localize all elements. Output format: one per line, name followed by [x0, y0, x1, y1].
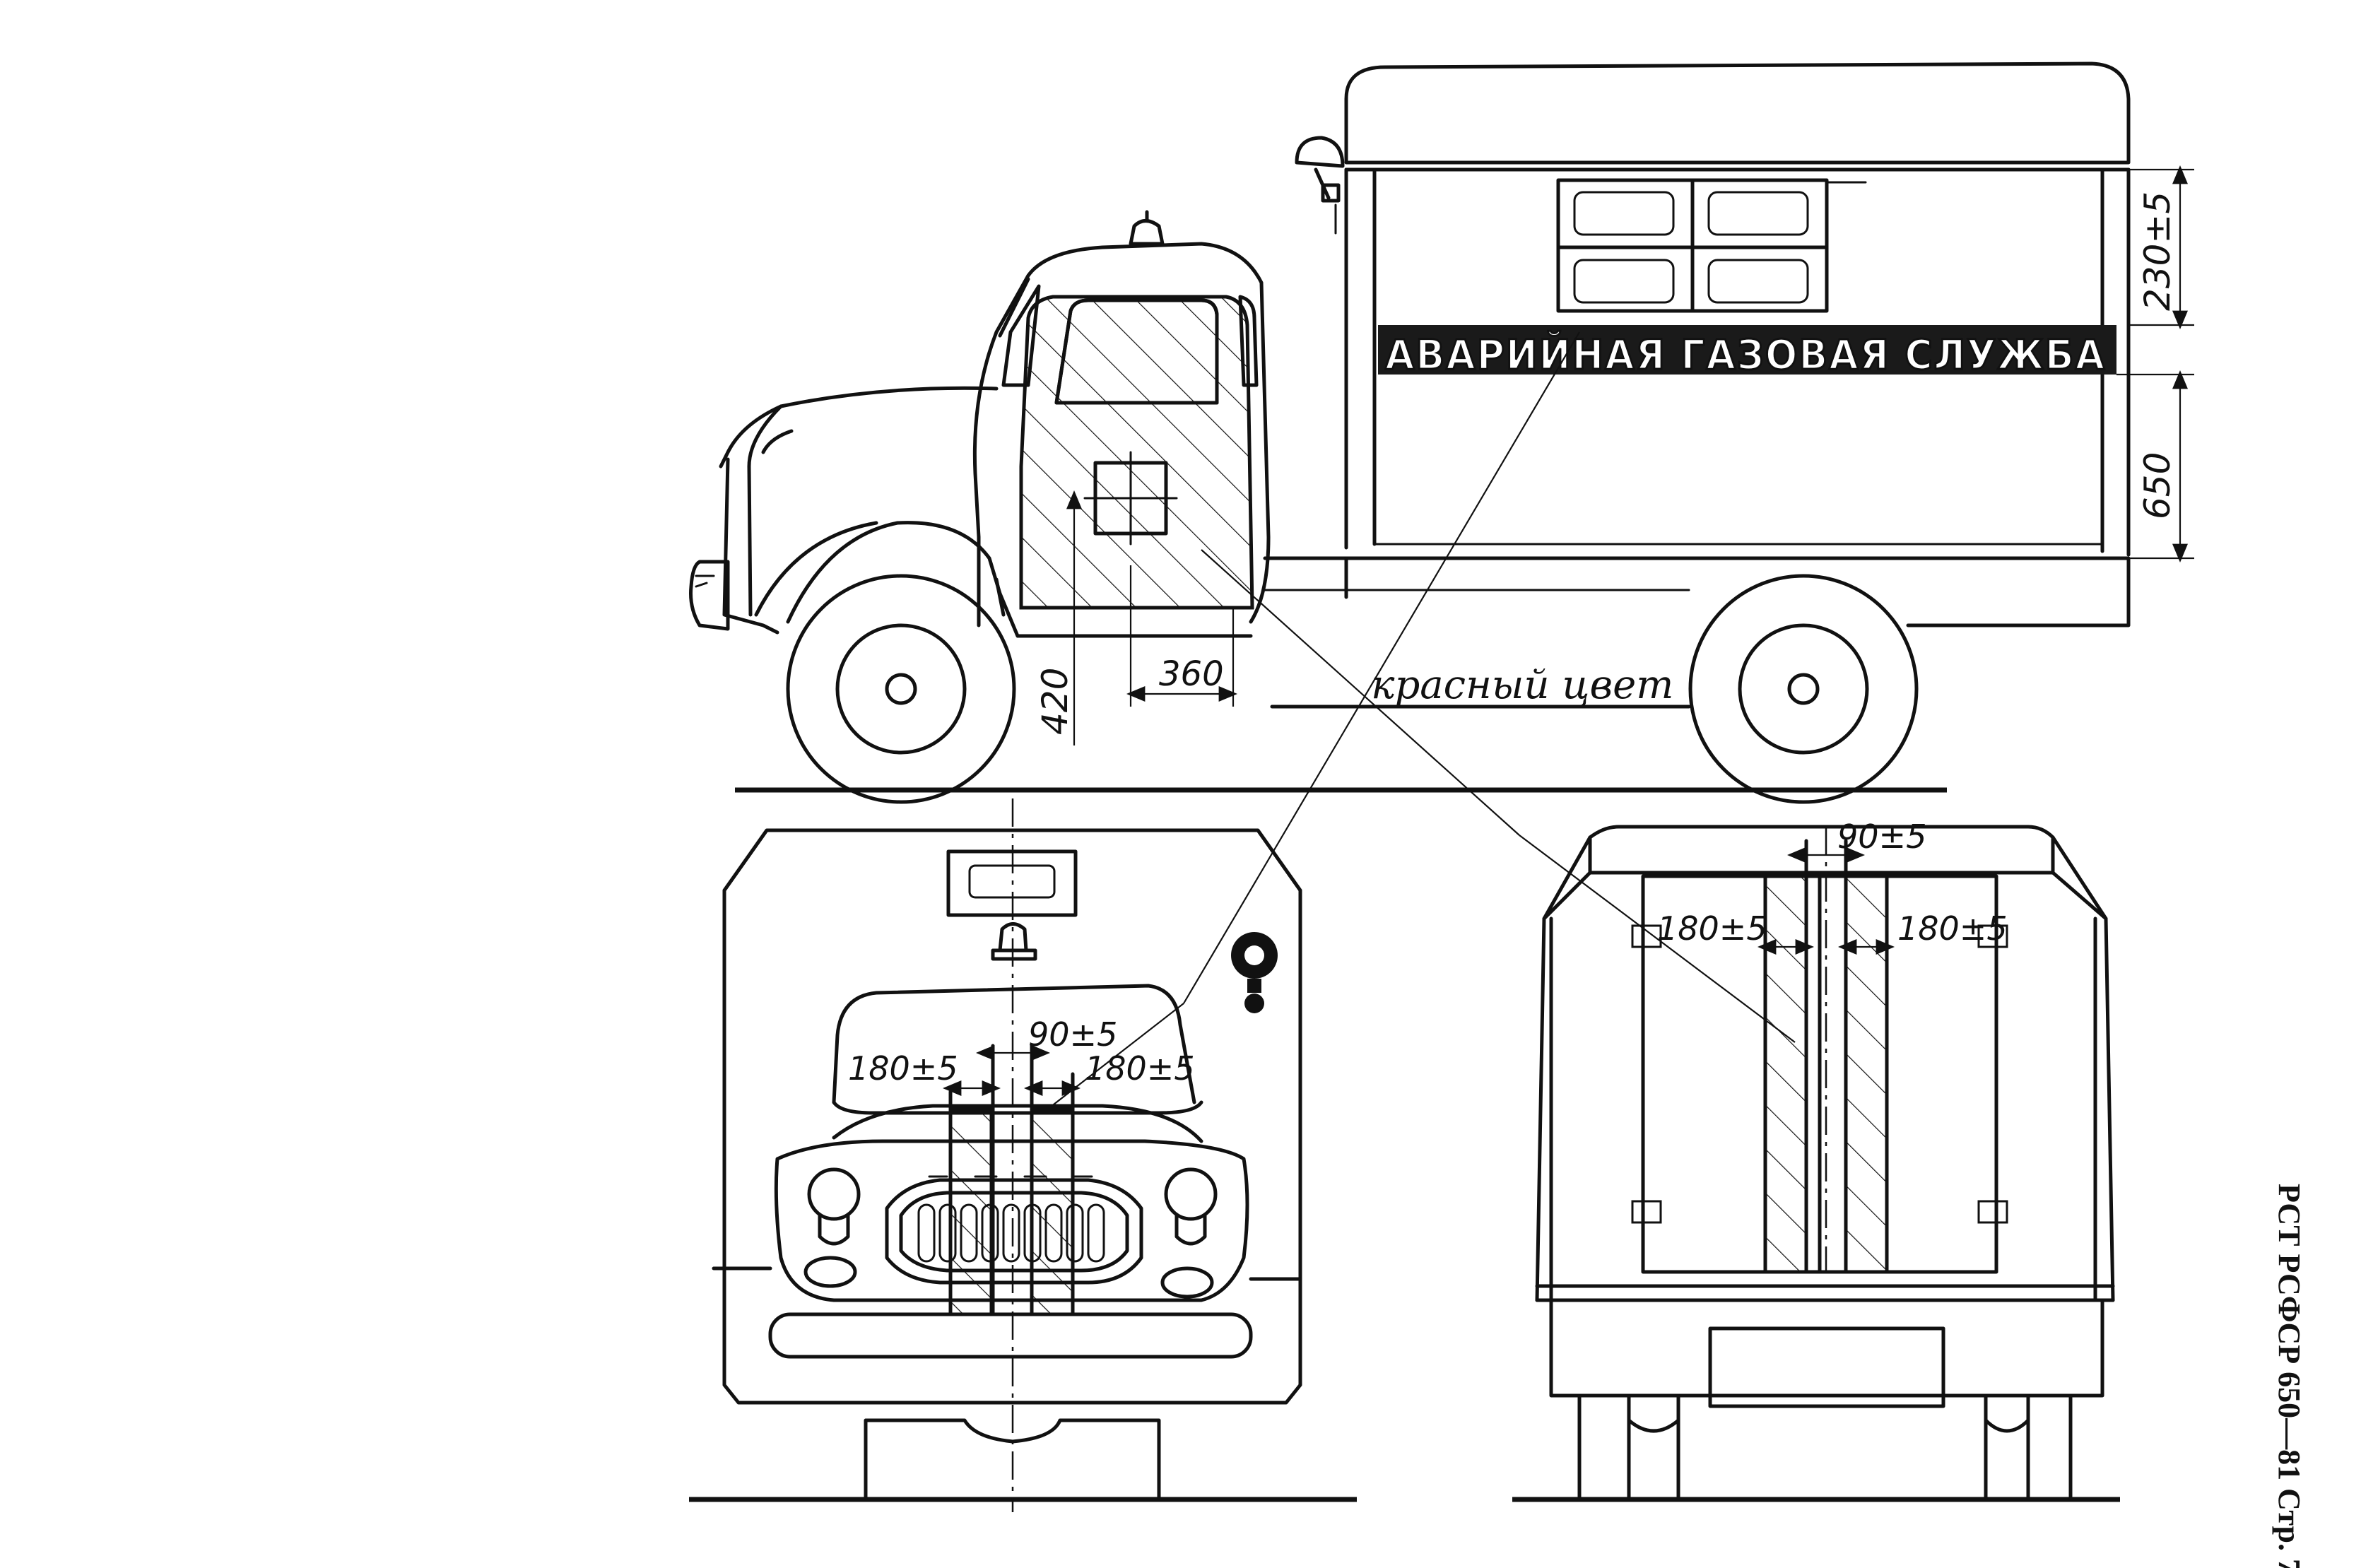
svg-text:650: 650	[2137, 452, 2178, 519]
dim-box-top: 230±5	[2129, 165, 2194, 329]
rear-stripe-right	[1844, 874, 1889, 1274]
front-dim-right: 180±5	[1085, 1049, 1195, 1087]
rear-dim-right: 180±5	[1897, 909, 2008, 948]
rear-wheel	[1688, 574, 1919, 804]
dim-box-lower: 650	[2116, 370, 2194, 562]
rear-dim-center: 90±5	[1837, 818, 1926, 856]
leader-rear	[1201, 549, 1520, 836]
svg-text:230±5: 230±5	[2137, 191, 2178, 311]
leader-front	[1183, 331, 1580, 1004]
front-stripe-left	[948, 1107, 994, 1316]
front-dim-center: 90±5	[1028, 1015, 1117, 1054]
svg-text:420: 420	[1035, 668, 1076, 735]
rear-stripe-left	[1763, 874, 1808, 1274]
dim-door-height: 420	[1035, 490, 1082, 745]
banner-text: АВАРИЙНАЯ ГАЗОВАЯ СЛУЖБА	[1385, 330, 2106, 379]
cab	[689, 242, 1271, 638]
front-dim-left: 180±5	[848, 1049, 958, 1087]
page-footer: РСТ РСФСР 650—81 Стр. 7	[2272, 1184, 2307, 1568]
front-view: 90±5 180±5 180±5	[689, 798, 1357, 1512]
rear-view: 90±5 180±5 180±5	[1512, 818, 2120, 1502]
svg-text:360: 360	[1159, 654, 1224, 694]
rear-dim-left: 180±5	[1657, 909, 1767, 948]
chassis-frame	[1263, 556, 2131, 627]
front-stripe-right	[1030, 1107, 1075, 1316]
front-wheel	[786, 574, 1016, 804]
side-view: АВАРИЙНАЯ ГАЗОВАЯ СЛУЖБА	[689, 61, 2194, 1110]
grille-slats	[917, 1203, 1105, 1263]
color-note: красный цвет	[1371, 662, 1673, 708]
beacon-light-cab	[1129, 210, 1165, 246]
cargo-box: АВАРИЙНАЯ ГАЗОВАЯ СЛУЖБА	[1344, 61, 2131, 557]
dim-door-width: 360	[1126, 565, 1237, 707]
beacon-light-rear	[1295, 136, 1345, 235]
tow-hook	[1231, 932, 1278, 1013]
banner-band	[1378, 325, 2116, 375]
